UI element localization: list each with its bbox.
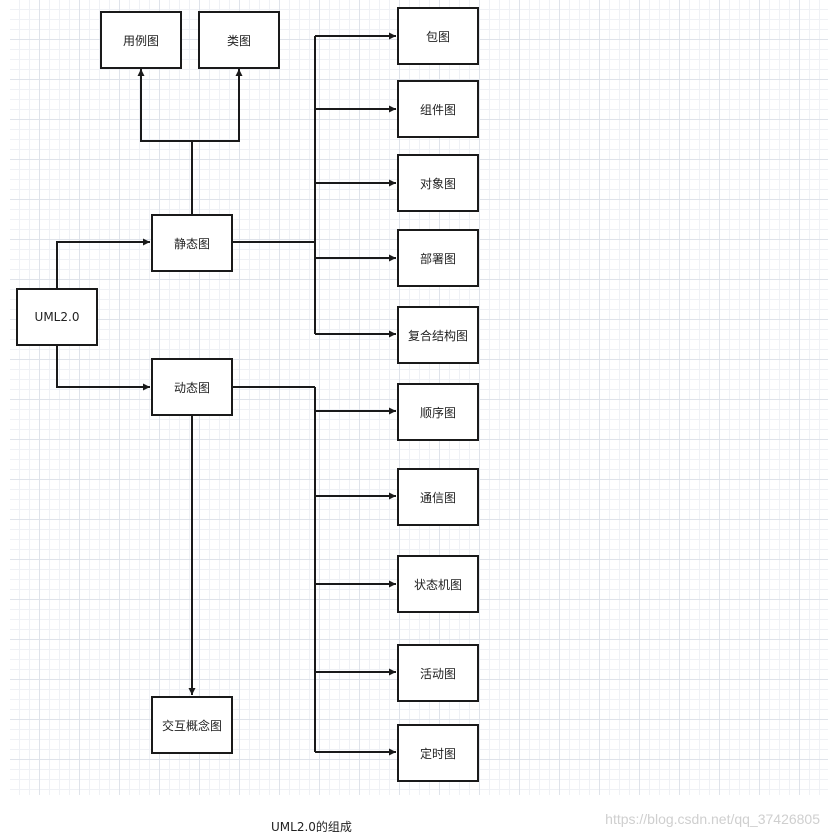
node-class-diagram[interactable]: 类图	[198, 11, 280, 69]
node-dynamic-diagram[interactable]: 动态图	[151, 358, 233, 416]
node-interaction-overview-diagram[interactable]: 交互概念图	[151, 696, 233, 754]
caption-strip	[0, 795, 828, 837]
node-object-diagram[interactable]: 对象图	[397, 154, 479, 212]
watermark-url: https://blog.csdn.net/qq_37426805	[605, 811, 820, 827]
node-composite-structure-diagram[interactable]: 复合结构图	[397, 306, 479, 364]
node-deployment-diagram[interactable]: 部署图	[397, 229, 479, 287]
node-state-machine-diagram[interactable]: 状态机图	[397, 555, 479, 613]
node-uml-root[interactable]: UML2.0	[16, 288, 98, 346]
node-timing-diagram[interactable]: 定时图	[397, 724, 479, 782]
node-component-diagram[interactable]: 组件图	[397, 80, 479, 138]
node-sequence-diagram[interactable]: 顺序图	[397, 383, 479, 441]
left-margin	[0, 0, 10, 837]
node-static-diagram[interactable]: 静态图	[151, 214, 233, 272]
node-communication-diagram[interactable]: 通信图	[397, 468, 479, 526]
edge-root-to-static	[56, 238, 150, 289]
edge-static-to-usecase	[137, 69, 192, 142]
diagram-caption: UML2.0的组成	[271, 820, 352, 834]
node-package-diagram[interactable]: 包图	[397, 7, 479, 65]
node-activity-diagram[interactable]: 活动图	[397, 644, 479, 702]
edge-static-to-class	[192, 69, 243, 142]
node-use-case-diagram[interactable]: 用例图	[100, 11, 182, 69]
edge-root-to-dynamic	[56, 345, 150, 391]
